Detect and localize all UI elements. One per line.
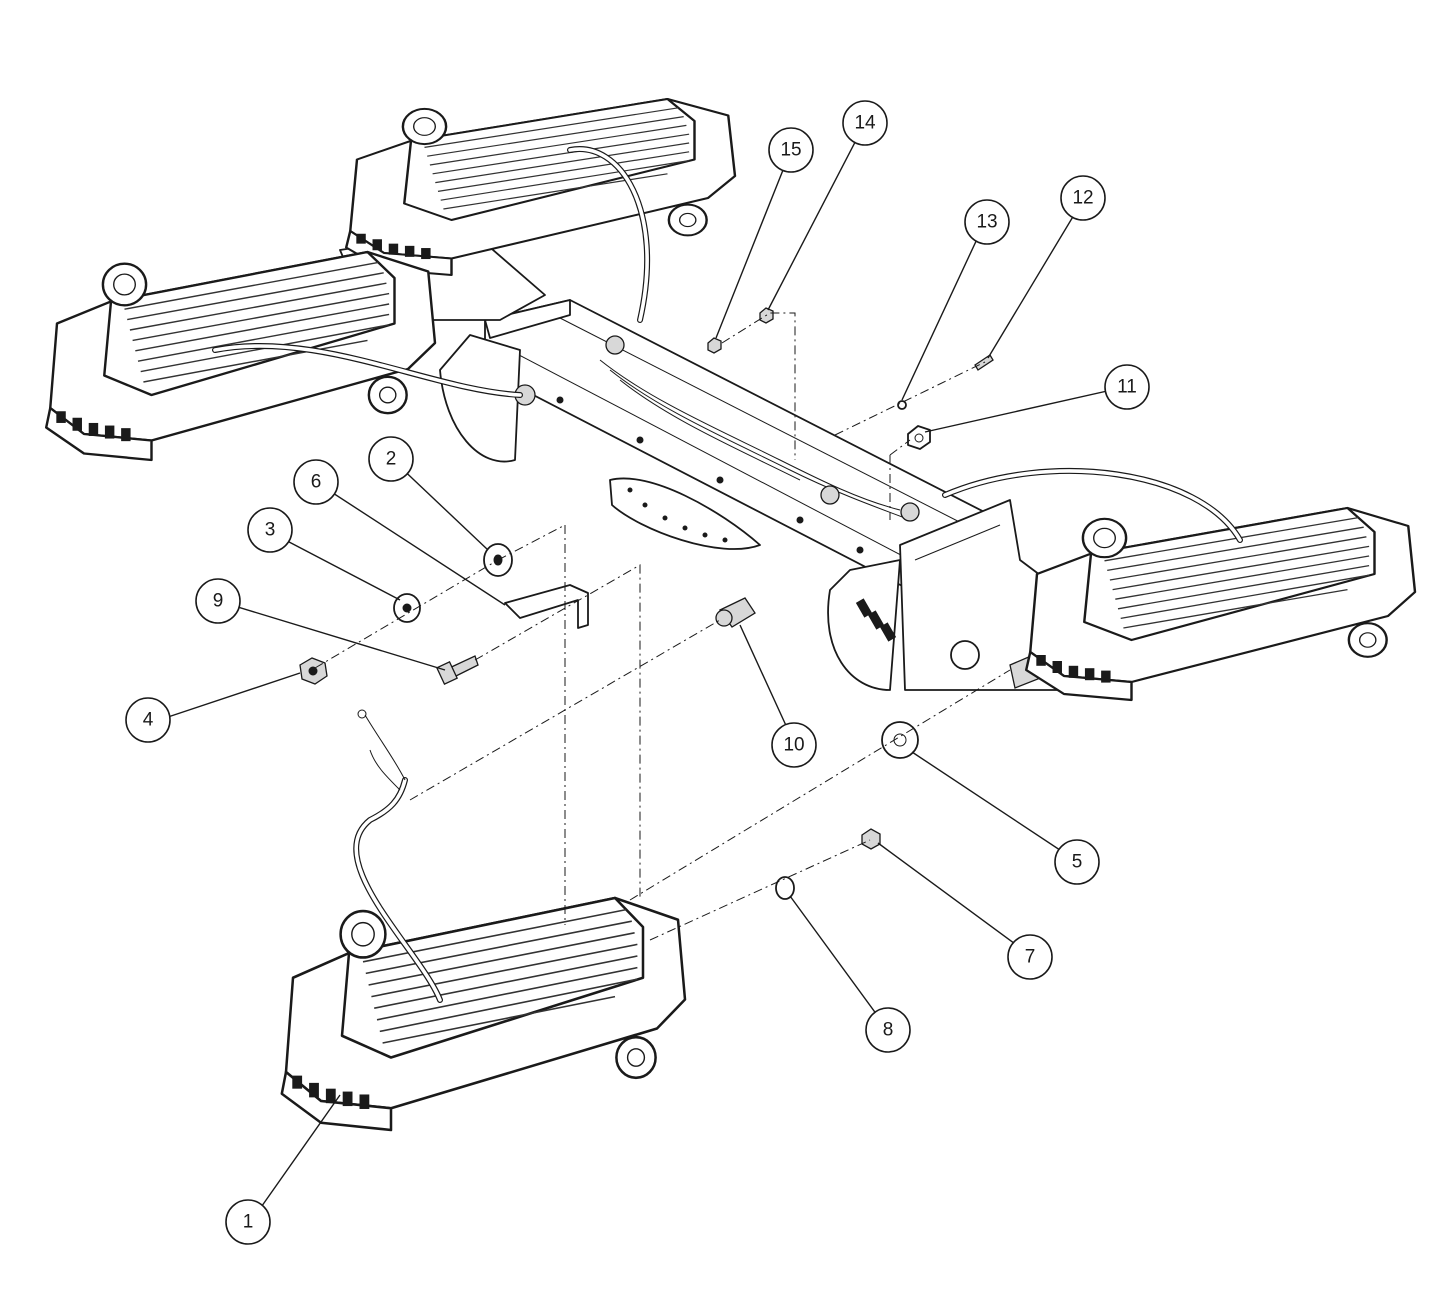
callout-13: 13 bbox=[964, 199, 1010, 245]
svg-text:12: 12 bbox=[1072, 188, 1093, 209]
light-fixture-right bbox=[1024, 506, 1417, 702]
callout-5: 5 bbox=[1054, 839, 1100, 885]
light-fixture-rear bbox=[344, 97, 737, 277]
assembly-centerlines bbox=[314, 312, 1011, 941]
svg-text:15: 15 bbox=[780, 140, 801, 161]
callout-15: 15 bbox=[768, 127, 814, 173]
callout-10: 10 bbox=[771, 722, 817, 768]
fixture-cables bbox=[212, 146, 1243, 1003]
svg-text:3: 3 bbox=[265, 520, 276, 541]
svg-text:7: 7 bbox=[1025, 947, 1036, 968]
callout-14: 14 bbox=[842, 100, 888, 146]
callout-1: 1 bbox=[225, 1199, 271, 1245]
svg-text:1: 1 bbox=[243, 1212, 254, 1233]
callout-7: 7 bbox=[1007, 934, 1053, 980]
light-fixture-left bbox=[44, 250, 437, 462]
callout-12: 12 bbox=[1060, 175, 1106, 221]
svg-text:9: 9 bbox=[213, 591, 224, 612]
light-fixture-bottom bbox=[280, 896, 687, 1132]
callout-9: 9 bbox=[195, 578, 241, 624]
svg-text:6: 6 bbox=[311, 472, 322, 493]
callout-11: 11 bbox=[1104, 364, 1150, 410]
svg-text:11: 11 bbox=[1117, 377, 1137, 398]
svg-text:14: 14 bbox=[854, 113, 876, 134]
callout-2: 2 bbox=[368, 436, 414, 482]
callout-3: 3 bbox=[247, 507, 293, 553]
svg-text:8: 8 bbox=[883, 1020, 894, 1041]
hardware-parts bbox=[299, 307, 994, 900]
callout-4: 4 bbox=[125, 697, 171, 743]
callout-6: 6 bbox=[293, 459, 339, 505]
svg-text:4: 4 bbox=[143, 710, 154, 731]
svg-text:5: 5 bbox=[1072, 852, 1083, 873]
leader-lines bbox=[167, 122, 1126, 1221]
svg-text:2: 2 bbox=[386, 449, 397, 470]
svg-text:10: 10 bbox=[783, 735, 804, 756]
svg-text:13: 13 bbox=[976, 212, 997, 233]
callout-8: 8 bbox=[865, 1007, 911, 1053]
